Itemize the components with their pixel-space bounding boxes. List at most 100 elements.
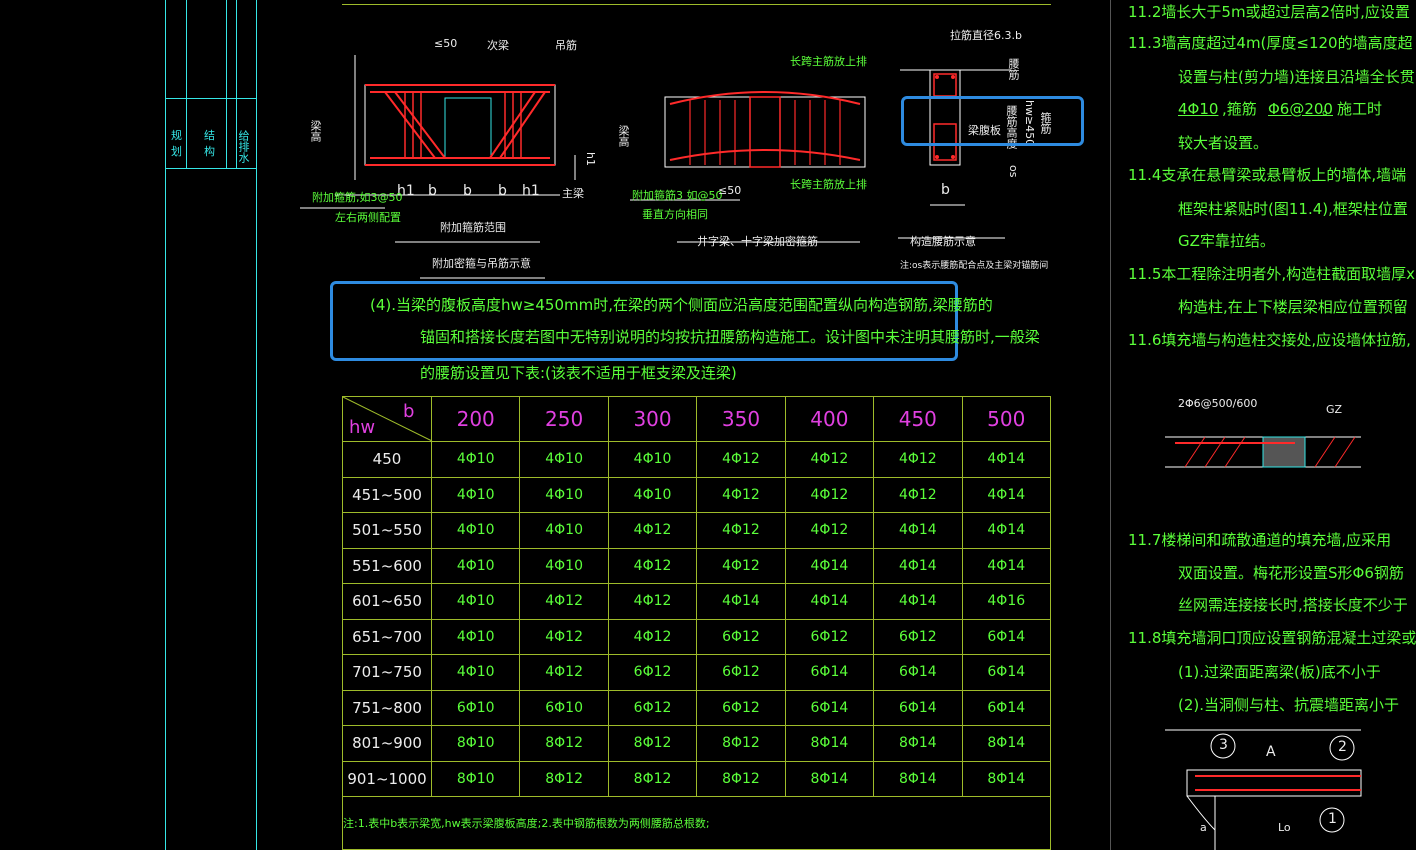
fig1-le50: ≤50 — [434, 37, 458, 50]
fig1-title: 附加密箍与吊筋示意 — [432, 257, 531, 270]
table-cell: 4Φ14 — [961, 476, 1052, 513]
Lo-label: Lo — [1278, 821, 1291, 834]
fig2-note-1: 附加箍筋3 如@50 — [632, 189, 723, 202]
table-cell: 8Φ14 — [961, 760, 1052, 797]
note-11-4: 11.4支承在悬臂梁或悬臂板上的墙体,墙端 — [1128, 166, 1407, 184]
fig2-bottom-label: 长跨主筋放上排 — [790, 178, 867, 191]
title-label-5: 给排水 — [237, 130, 250, 163]
fig3-title: 构造腰筋示意 — [910, 235, 976, 248]
note-11-3b: 设置与柱(剪力墙)连接且沿墙全长贯 — [1178, 68, 1415, 86]
note-11-4b: 框架柱紧贴时(图11.4),框架柱位置 — [1178, 200, 1408, 218]
gz-label: GZ — [1326, 403, 1343, 416]
table-cell: 6Φ12 — [873, 618, 963, 655]
corner-b-label: b — [403, 401, 415, 422]
fig1-dim-2: b — [428, 183, 437, 199]
frame-top-line — [342, 4, 1051, 5]
table-note-row: 注:1.表中b表示梁宽,hw表示梁腹板高度;2.表中钢筋根数为两侧腰筋总根数; — [342, 796, 1051, 850]
table-cell: 4Φ12 — [519, 618, 609, 655]
table-cell: 8Φ14 — [784, 725, 875, 762]
table-cell: 4Φ10 — [430, 583, 521, 620]
table-cell: 6Φ12 — [696, 618, 786, 655]
fig1-caption: 附加箍筋范围 — [440, 221, 506, 234]
fig1-dim-3: b — [463, 183, 472, 199]
table-cell: 4Φ12 — [873, 476, 963, 513]
frame-right-line — [1110, 0, 1111, 850]
title-label-3: 结 — [204, 129, 215, 142]
fig3-hw-label: hw≥450 — [1023, 100, 1036, 147]
table-cell: 8Φ14 — [961, 725, 1052, 762]
table-cell: 8Φ10 — [430, 725, 521, 762]
column-header: 500 — [961, 396, 1052, 442]
column-header: 250 — [519, 396, 609, 442]
fig1-secondary-beam: 次梁 — [487, 39, 509, 52]
table-cell: 4Φ10 — [519, 512, 609, 549]
row-header-hw: 751~800 — [342, 689, 432, 726]
a-label: a — [1200, 821, 1207, 834]
table-cell: 4Φ12 — [607, 547, 698, 584]
wall-tie-label: 2Φ6@500/600 — [1178, 397, 1258, 410]
table-cell: 4Φ10 — [430, 547, 521, 584]
table-cell: 6Φ12 — [607, 654, 698, 691]
note-11-8c: (2).当洞侧与柱、抗震墙距离小于 — [1178, 696, 1400, 714]
paragraph-line-3: 的腰筋设置见下表:(该表不适用于框支梁及连梁) — [420, 364, 737, 382]
column-header: 450 — [873, 396, 963, 442]
table-cell: 6Φ14 — [784, 654, 875, 691]
table-cell: 4Φ14 — [961, 547, 1052, 584]
table-cell: 4Φ10 — [607, 476, 698, 513]
note-11-7: 11.7楼梯间和疏散通道的填充墙,应采用 — [1128, 531, 1392, 549]
paragraph-line-2: 锚固和搭接长度若图中无特别说明的均按抗扭腰筋构造施工。设计图中未注明其腰筋时,一… — [420, 328, 1040, 346]
fig2-top-label: 长跨主筋放上排 — [790, 55, 867, 68]
fig2-title: 井字梁、十字梁加密箍筋 — [697, 235, 818, 248]
table-cell: 4Φ12 — [607, 583, 698, 620]
lintel-figure — [1165, 729, 1362, 850]
note-11-4c: GZ牢靠拉结。 — [1178, 232, 1275, 250]
column-header: 400 — [784, 396, 875, 442]
table-cell: 4Φ10 — [430, 476, 521, 513]
table-cell: 4Φ10 — [430, 618, 521, 655]
fig3-os-label: os — [1007, 165, 1020, 178]
table-cell: 4Φ12 — [607, 618, 698, 655]
table-cell: 6Φ14 — [961, 654, 1052, 691]
row-header-hw: 651~700 — [342, 618, 432, 655]
fig1-h1-right: h1 — [584, 152, 597, 166]
table-cell: 8Φ12 — [607, 760, 698, 797]
fig3-web-label: 梁腹板 — [968, 124, 1001, 137]
fig1-beam-height: 梁高 — [309, 120, 322, 142]
table-cell: 4Φ14 — [873, 547, 963, 584]
table-cell: 8Φ12 — [696, 725, 786, 762]
table-cell: 8Φ12 — [607, 725, 698, 762]
column-header: 300 — [607, 396, 698, 442]
row-header-hw: 451~500 — [342, 476, 432, 513]
table-cell: 4Φ12 — [519, 654, 609, 691]
table-cell: 8Φ14 — [784, 760, 875, 797]
table-cell: 8Φ12 — [696, 760, 786, 797]
table-cell: 4Φ12 — [696, 441, 786, 478]
corner-hw-label: hw — [349, 417, 376, 438]
note-11-7b: 双面设置。梅花形设置S形Φ6钢筋 — [1178, 564, 1404, 582]
table-cell: 4Φ14 — [784, 583, 875, 620]
fig2-le50: ≤50 — [718, 184, 742, 197]
table-cell: 4Φ14 — [961, 441, 1052, 478]
row-header-hw: 551~600 — [342, 547, 432, 584]
figure-crossing-beams — [630, 91, 866, 243]
note-11-7c: 丝网需连接接长时,搭接长度不少于 — [1178, 596, 1408, 614]
table-cell: 4Φ10 — [607, 441, 698, 478]
fig2-beam-height: 梁高 — [617, 125, 630, 147]
fig1-note-2: 左右两侧配置 — [335, 211, 401, 224]
table-cell: 4Φ14 — [784, 547, 875, 584]
table-cell: 4Φ12 — [784, 476, 875, 513]
table-corner-cell: b hw — [342, 396, 433, 442]
row-header-hw: 501~550 — [342, 512, 432, 549]
table-cell: 4Φ12 — [696, 547, 786, 584]
fig3-web-bar-label: 腰筋高度 — [1005, 105, 1018, 149]
fig1-hanger: 吊筋 — [555, 39, 577, 52]
